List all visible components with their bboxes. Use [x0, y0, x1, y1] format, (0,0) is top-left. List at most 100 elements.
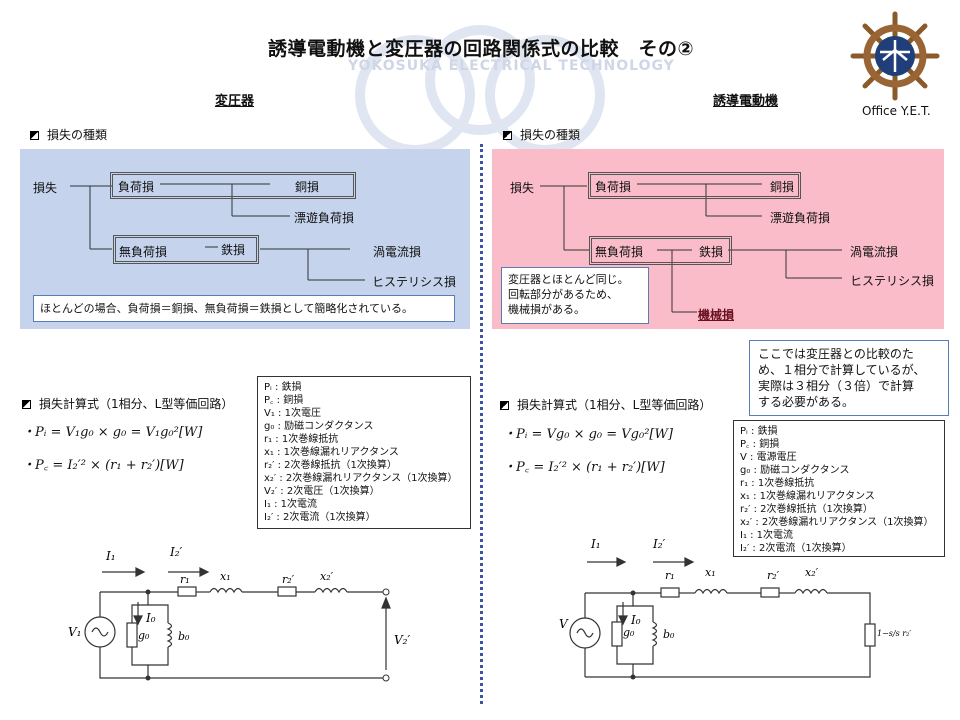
motor-note: 変圧器とほとんど同じ。 回転部分があるため、 機械損がある。 [501, 267, 649, 324]
transformer-equivalent-circuit: I₁ I₂′ I₀ r₁ x₁ r₂′ x₂′ V₁ g₀ b₀ V₂′ [68, 545, 410, 682]
callout-line: ここでは変圧器との比較のた [758, 347, 914, 361]
square-bullet-icon [30, 131, 39, 140]
V2-label: V₂′ [394, 633, 410, 647]
legend-item: I₂′ : 2次電流（1次換算） [740, 543, 852, 554]
load-loss-box [110, 172, 356, 199]
legend-item: r₁ : 1次巻線抵抗 [264, 434, 339, 445]
I1-label: I₁ [590, 537, 601, 551]
legend-item: I₁ : 1次電流 [740, 530, 794, 541]
callout-line: 実際は３相分（３倍）で計算 [758, 379, 915, 393]
motor-loss-tree: 損失 負荷損 銅損 漂遊負荷損 無負荷損 鉄損 渦電流損 ヒステリシス損 機械損… [492, 149, 944, 329]
motor-legend: Pᵢ : 鉄損 P꜀ : 銅損 V : 電源電圧 g₀ : 励磁コンダクタンス r₁ :… [733, 420, 945, 557]
stray-loss-label: 漂遊負荷損 [770, 211, 831, 225]
induction-motor-heading: 誘導電動機 [713, 94, 779, 109]
transformer-note: ほとんどの場合、負荷損＝銅損、無負荷損＝鉄損として簡略化されている。 [33, 295, 455, 322]
no-load-loss-box [113, 235, 259, 264]
legend-item: V : 電源電圧 [740, 452, 797, 463]
callout-line: する必要がある。 [758, 395, 855, 409]
legend-item: I₁ : 1次電流 [264, 499, 318, 510]
loss-root-label: 損失 [510, 181, 535, 195]
load-loss-label: 負荷損 [118, 180, 155, 194]
eddy-loss-label: 渦電流損 [850, 245, 899, 259]
b0-label: b₀ [178, 630, 190, 643]
I2-label: I₂′ [652, 537, 666, 551]
legend-item: x₁ : 1次巻線漏れリアクタンス [264, 447, 399, 458]
legend-item: Pᵢ : 鉄損 [740, 426, 778, 437]
legend-item: P꜀ : 銅損 [264, 395, 304, 406]
legend-item: Pᵢ : 鉄損 [264, 382, 302, 393]
load-loss-label: 負荷損 [595, 180, 632, 194]
legend-item: r₂′ : 2次巻線抵抗（1次換算） [264, 460, 397, 471]
legend-item: x₁ : 1次巻線漏れリアクタンス [740, 491, 875, 502]
motor-note-line: 回転部分があるため、 [508, 288, 618, 301]
load-loss-box [588, 172, 801, 199]
legend-item: P꜀ : 銅損 [740, 439, 780, 450]
b0-label: b₀ [663, 628, 675, 641]
eddy-loss-label: 渦電流損 [373, 245, 422, 259]
V-label: V [559, 617, 569, 631]
copper-loss-label: 銅損 [770, 180, 795, 194]
square-bullet-icon [503, 131, 512, 140]
square-bullet-icon [22, 400, 31, 409]
x1-label: x₁ [220, 570, 231, 583]
right-formula-copper: ・P꜀ = I₂′² × (r₁ + r₂′)[W] [503, 460, 665, 475]
office-label: Office Y.E.T. [862, 104, 931, 118]
right-formula-iron: ・Pᵢ = Vg₀ × g₀ = Vg₀²[W] [503, 427, 673, 442]
legend-item: I₂′ : 2次電流（1次換算） [264, 512, 376, 523]
motor-note-line: 機械損がある。 [508, 303, 585, 316]
no-load-loss-box [589, 236, 732, 265]
I0-label: I₀ [630, 613, 641, 627]
loss-root-label: 損失 [33, 181, 58, 195]
left-calc-label: 損失計算式（1相分、L型等価回路） [22, 395, 233, 412]
g0-label: g₀ [623, 626, 635, 639]
r1-label: r₁ [665, 569, 675, 582]
hysteresis-loss-label: ヒステリシス損 [850, 274, 935, 288]
r2-label: r₂′ [767, 569, 780, 582]
stray-loss-label: 漂遊負荷損 [294, 211, 355, 225]
left-formula-copper: ・P꜀ = I₂′² × (r₁ + r₂′)[W] [22, 458, 184, 473]
I2-label: I₂′ [169, 545, 183, 559]
watermark-logo [355, 25, 605, 150]
left-formula-iron: ・Pᵢ = V₁g₀ × g₀ = V₁g₀²[W] [22, 425, 203, 440]
no-load-loss-label: 無負荷損 [595, 245, 644, 259]
load-resistance-label: 1−s/s r₂′ [877, 629, 911, 638]
iron-loss-label: 鉄損 [699, 245, 724, 259]
I0-label: I₀ [145, 611, 156, 625]
mechanical-loss-label: 機械損 [698, 308, 735, 322]
iron-loss-label: 鉄損 [221, 243, 246, 257]
right-loss-types-label: 損失の種類 [503, 126, 580, 143]
legend-item: V₂′ : 2次電圧（1次換算） [264, 486, 380, 497]
transformer-heading: 変圧器 [215, 94, 255, 109]
V1-label: V₁ [68, 625, 81, 639]
ship-wheel-logo [850, 11, 940, 101]
center-divider [480, 144, 483, 704]
legend-item: r₂′ : 2次巻線抵抗（1次換算） [740, 504, 873, 515]
left-loss-types-label: 損失の種類 [30, 126, 107, 143]
r2-label: r₂′ [282, 573, 295, 586]
r1-label: r₁ [180, 573, 190, 586]
legend-item: x₂′ : 2次巻線漏れリアクタンス（1次換算） [264, 473, 458, 484]
I1-label: I₁ [105, 549, 116, 563]
x1-label: x₁ [705, 566, 716, 579]
three-phase-callout: ここでは変圧器との比較のた め、１相分で計算しているが、 実際は３相分（３倍）で… [749, 340, 949, 416]
no-load-loss-label: 無負荷損 [119, 245, 168, 259]
right-calc-label: 損失計算式（1相分、L型等価回路） [500, 396, 711, 413]
legend-item: V₁ : 1次電圧 [264, 408, 321, 419]
legend-item: r₁ : 1次巻線抵抗 [740, 478, 815, 489]
watermark-text: YOKOSUKA ELECTRICAL TECHNOLOGY [348, 58, 675, 74]
copper-loss-label: 銅損 [295, 180, 320, 194]
legend-item: x₂′ : 2次巻線漏れリアクタンス（1次換算） [740, 517, 934, 528]
x2-label: x₂′ [805, 566, 819, 579]
legend-item: g₀ : 励磁コンダクタンス [264, 421, 374, 432]
square-bullet-icon [500, 401, 509, 410]
hysteresis-loss-label: ヒステリシス損 [372, 275, 457, 289]
callout-line: め、１相分で計算しているが、 [758, 363, 926, 377]
page-title: 誘導電動機と変圧器の回路関係式の比較 その② [268, 38, 695, 60]
g0-label: g₀ [138, 629, 150, 642]
motor-equivalent-circuit: I₁ I₂′ I₀ r₁ x₁ r₂′ x₂′ V g₀ b₀ 1−s/s r₂… [559, 537, 911, 680]
legend-item: g₀ : 励磁コンダクタンス [740, 465, 850, 476]
motor-note-line: 変圧器とほとんど同じ。 [508, 273, 629, 286]
transformer-loss-tree: 損失 負荷損 銅損 漂遊負荷損 無負荷損 鉄損 渦電流損 ヒステリシス損 ほとん… [20, 149, 470, 329]
transformer-legend: Pᵢ : 鉄損 P꜀ : 銅損 V₁ : 1次電圧 g₀ : 励磁コンダクタンス r₁ … [257, 376, 471, 529]
x2-label: x₂′ [320, 570, 334, 583]
